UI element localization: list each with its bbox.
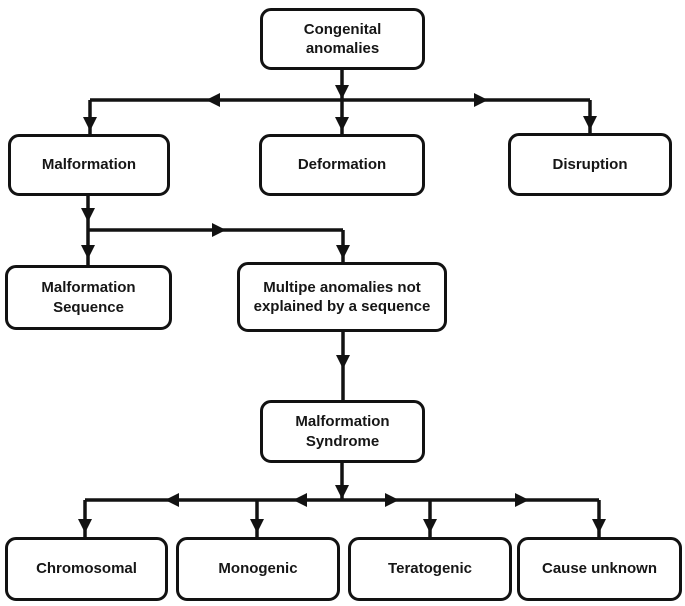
node-label: Cause unknown xyxy=(541,560,657,578)
node-label: Malformation Sequence xyxy=(41,279,136,316)
node-disruption: Disruption xyxy=(508,133,672,196)
arrow-down-into-deformation xyxy=(335,117,349,131)
node-label: Disruption xyxy=(552,155,628,173)
arrow-down-into-syndrome xyxy=(336,355,350,369)
arrow-down-into-sequence xyxy=(81,245,95,259)
arrow-down-into-disruption xyxy=(583,116,597,130)
node-label: Malformation xyxy=(41,156,137,174)
arrowheads xyxy=(78,85,606,533)
node-teratogenic: Teratogenic xyxy=(348,537,512,601)
arrow-down-into-chromosomal xyxy=(78,519,92,533)
node-congenital-anomalies: Congenital anomalies xyxy=(260,8,425,70)
node-label: Multipe anomalies not explained by a seq… xyxy=(253,278,431,316)
arrow-down-into-malformation xyxy=(83,117,97,131)
arrow-right-branch-multiple xyxy=(212,223,226,237)
node-label: Congenital anomalies xyxy=(303,20,382,58)
arrow-left-top-distributor xyxy=(206,93,220,107)
node-label: Teratogenic xyxy=(388,560,472,578)
node-cause-unknown: Cause unknown xyxy=(517,537,682,601)
node-chromosomal: Chromosomal xyxy=(5,537,168,601)
arrow-down-bottom-junction xyxy=(335,485,349,499)
arrow-right-inner-bottom xyxy=(385,493,399,507)
node-malformation-sequence: Malformation Sequence xyxy=(5,265,172,330)
node-malformation-syndrome: Malformation Syndrome xyxy=(260,400,425,463)
node-label: Chromosomal xyxy=(36,560,137,578)
node-label: Deformation xyxy=(297,156,387,174)
arrow-right-top-distributor xyxy=(474,93,488,107)
arrow-right-outer-bottom xyxy=(515,493,529,507)
node-monogenic: Monogenic xyxy=(176,537,340,601)
arrow-down-malformation-stem xyxy=(81,208,95,222)
node-malformation: Malformation xyxy=(8,134,170,196)
arrow-down-into-monogenic xyxy=(250,519,264,533)
node-label: Malformation Syndrome xyxy=(295,413,390,450)
arrow-left-outer-bottom xyxy=(165,493,179,507)
node-deformation: Deformation xyxy=(259,134,425,196)
arrow-down-into-teratogenic xyxy=(423,519,437,533)
arrow-down-into-multiple xyxy=(336,245,350,259)
arrow-down-into-cause-unknown xyxy=(592,519,606,533)
arrow-left-inner-bottom xyxy=(293,493,307,507)
node-label: Monogenic xyxy=(218,560,298,578)
node-multiple-anomalies: Multipe anomalies not explained by a seq… xyxy=(237,262,447,332)
arrow-down-top-junction xyxy=(335,85,349,99)
